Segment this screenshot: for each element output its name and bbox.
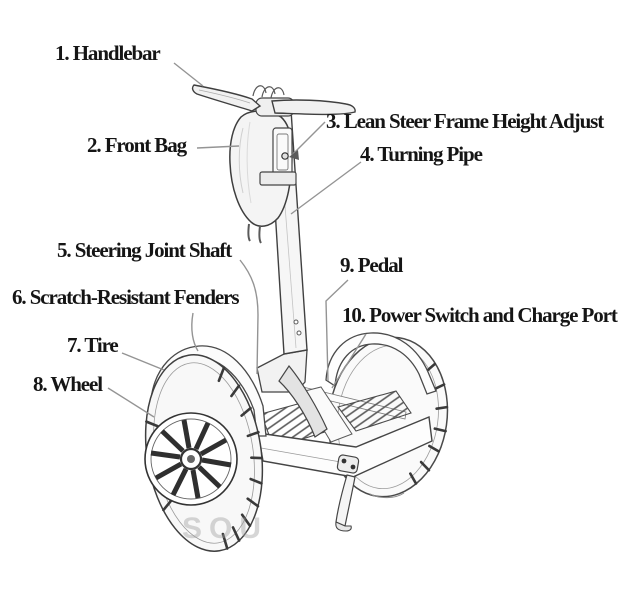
handlebar-right-grip — [271, 99, 356, 116]
power-switch-charge-port — [336, 454, 360, 474]
pedal-right — [337, 390, 412, 432]
leader-fenders — [191, 312, 199, 352]
label-power-switch: 10. Power Switch and Charge Port — [342, 303, 618, 327]
right-tire-tread — [409, 362, 449, 485]
left-wheel — [144, 354, 264, 552]
leader-steering-joint — [239, 259, 259, 375]
watermark-text: SOU — [182, 512, 269, 545]
leader-front-bag — [196, 145, 240, 149]
label-front-bag: 2. Front Bag — [87, 133, 187, 157]
label-fenders: 6. Scratch-Resistant Fenders — [12, 285, 240, 309]
right-fender — [325, 332, 437, 395]
handlebar — [191, 84, 356, 117]
leader-handlebar — [173, 62, 204, 87]
label-height-adjust: 3. Lean Steer Frame Height Adjust — [326, 109, 604, 133]
leader-lines — [107, 62, 367, 418]
leader-power-switch — [331, 333, 367, 389]
label-steering-joint-shaft: 5. Steering Joint Shaft — [57, 238, 232, 262]
chassis — [257, 416, 433, 478]
height-adjust-clamp — [259, 127, 297, 186]
label-pedal: 9. Pedal — [340, 253, 403, 277]
label-handlebar: 1. Handlebar — [55, 41, 161, 65]
handlebar-left-grip — [191, 84, 262, 112]
leader-turning-pipe — [290, 161, 362, 215]
label-wheel: 8. Wheel — [33, 372, 103, 396]
label-turning-pipe: 4. Turning Pipe — [360, 142, 483, 166]
leader-tire — [121, 352, 165, 371]
leader-pedal — [325, 279, 349, 382]
wheel-spokes — [150, 419, 232, 499]
leader-height-adjust — [291, 121, 326, 156]
leader-wheel — [107, 387, 155, 418]
label-tire: 7. Tire — [67, 333, 119, 357]
kickstand — [335, 454, 360, 532]
leader-arrowhead — [289, 150, 299, 160]
